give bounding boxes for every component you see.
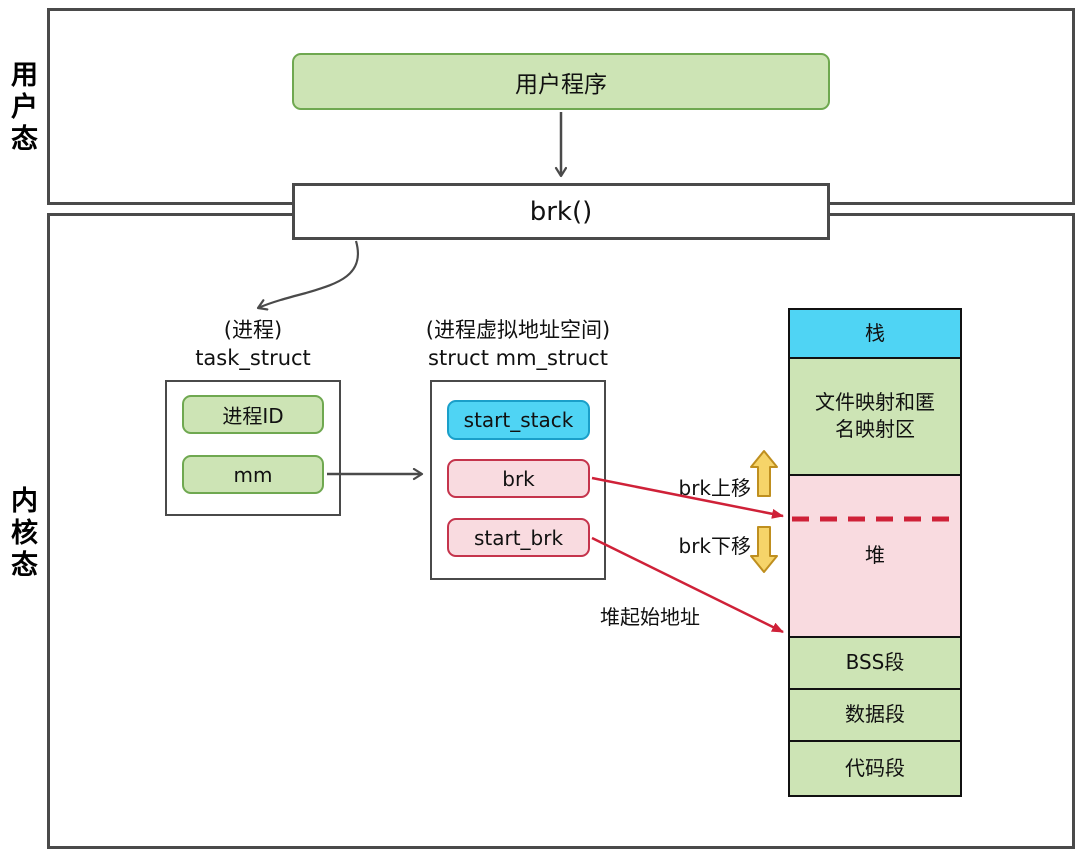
task-struct-caption-line1: (进程) [223,318,283,342]
kernel-mode-label: 内核态 [6,486,37,582]
task-struct-caption-line2: task_struct [195,346,311,370]
field-pill-brk: brk [447,459,590,498]
brk-call-node: brk() [292,183,830,240]
user-mode-label: 用户态 [6,60,37,156]
memory-segment-heap: 堆 [790,475,960,638]
annotation-brk-down: brk下移 [678,534,752,558]
memory-segment-stack: 栈 [790,310,960,359]
task-struct-caption: (进程) task_struct [153,316,353,372]
memory-segment-code: 代码段 [790,742,960,795]
field-pill-start-stack: start_stack [447,400,590,440]
user-program-node: 用户程序 [292,53,830,110]
field-pill-process-id: 进程ID [182,395,324,434]
memory-map-column: 栈 文件映射和匿名映射区 堆 BSS段 数据段 代码段 [788,308,962,797]
memory-segment-bss: BSS段 [790,638,960,690]
annotation-heap-start: 堆起始地址 [600,605,700,629]
mm-struct-caption-line2: struct mm_struct [428,346,608,370]
mm-struct-caption: (进程虚拟地址空间) struct mm_struct [413,316,623,372]
memory-segment-data: 数据段 [790,689,960,742]
memory-segment-mmap: 文件映射和匿名映射区 [790,359,960,476]
mm-struct-caption-line1: (进程虚拟地址空间) [425,318,611,342]
field-pill-start-brk: start_brk [447,518,590,557]
annotation-brk-up: brk上移 [678,476,752,500]
field-pill-mm: mm [182,455,324,494]
